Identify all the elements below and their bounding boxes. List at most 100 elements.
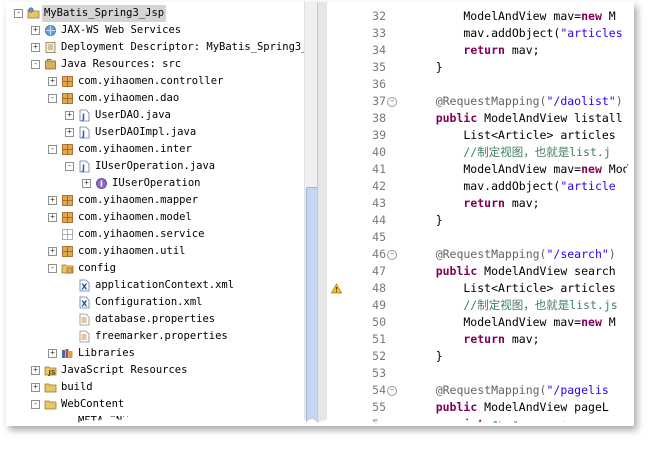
code-line[interactable]: } (408, 212, 443, 229)
torn-edge-overlay (6, 2, 634, 426)
collapse-toggle-icon[interactable]: - (48, 145, 57, 154)
code-line[interactable]: return mav; (408, 331, 540, 348)
tree-item-label: Libraries (78, 347, 135, 359)
code-token: "articles (560, 26, 623, 40)
tree-item[interactable]: database.properties (6, 311, 304, 328)
fold-collapse-icon[interactable]: − (387, 97, 397, 107)
tree-item[interactable]: com.yihaomen.service (6, 226, 304, 243)
code-line[interactable]: @RequestMapping("/search") (408, 246, 616, 263)
code-line[interactable]: List<Article> articles (408, 280, 615, 297)
collapse-toggle-icon[interactable]: - (31, 400, 40, 409)
code-line[interactable]: return mav; (408, 42, 539, 59)
tree-item[interactable]: + build (6, 379, 304, 396)
code-line[interactable]: //制定视图，也就是list.js (408, 297, 618, 314)
expand-toggle-icon[interactable]: + (48, 77, 57, 86)
java-file-icon: J (78, 126, 91, 139)
tree-item[interactable]: -com.yihaomen.dao (6, 90, 304, 107)
code-line[interactable]: public ModelAndView search (408, 263, 616, 280)
collapse-toggle-icon[interactable]: - (65, 162, 74, 171)
xml-file-icon: X (78, 279, 91, 292)
code-line[interactable]: mav.addObject("article (408, 178, 615, 195)
code-line[interactable]: List<Article> articles (408, 127, 616, 144)
expand-toggle-icon[interactable]: + (31, 366, 40, 375)
expand-toggle-icon[interactable]: + (48, 247, 57, 256)
expand-toggle-icon[interactable]: + (31, 43, 40, 52)
code-line[interactable]: mav.addObject("articles (408, 25, 623, 42)
tree-item[interactable]: -com.yihaomen.inter (6, 141, 304, 158)
code-token: List<Article> articles (408, 128, 616, 142)
code-line[interactable]: ModelAndView mav=new M (408, 314, 615, 331)
code-line[interactable]: public ModelAndView pageL (408, 399, 609, 416)
collapse-toggle-icon[interactable]: - (14, 9, 23, 18)
code-token: //制定视图，也就是list.j (408, 145, 611, 159)
tree-vertical-scrollbar[interactable] (304, 2, 318, 426)
tree-item[interactable]: -Java Resources: src (6, 56, 304, 73)
code-token: ModelAndView listall (477, 111, 623, 125)
code-line[interactable]: //制定视图，也就是list.j (408, 144, 611, 161)
svg-text:JS: JS (48, 369, 56, 377)
tree-item[interactable]: -MyBatis_Spring3_Jsp (6, 5, 304, 22)
tree-item[interactable]: -config (6, 260, 304, 277)
expand-toggle-icon[interactable]: + (65, 111, 74, 120)
code-token: "/pagelis (546, 383, 609, 397)
collapse-toggle-icon[interactable]: - (48, 264, 57, 273)
tree-item[interactable]: + Libraries (6, 345, 304, 362)
expand-toggle-icon[interactable]: + (31, 26, 40, 35)
tree-item[interactable]: +JAX-WS Web Services (6, 22, 304, 39)
code-line[interactable]: @RequestMapping("/pagelis (408, 382, 609, 399)
project-explorer-tree[interactable]: -MyBatis_Spring3_Jsp+JAX-WS Web Services… (6, 2, 316, 426)
tree-item[interactable]: +Deployment Descriptor: MyBatis_Spring3_ (6, 39, 308, 56)
tree-item[interactable]: + com.yihaomen.mapper (6, 192, 304, 209)
code-token: new (581, 162, 602, 176)
svg-text:J: J (81, 164, 85, 173)
code-token: ModelAndView mav= (408, 162, 582, 176)
tree-item-label: com.yihaomen.mapper (78, 194, 199, 206)
code-line[interactable]: } (408, 348, 443, 365)
code-token: //制定视图，也就是list.js (408, 298, 618, 312)
expand-toggle-icon[interactable]: + (31, 383, 40, 392)
tree-item[interactable]: +com.yihaomen.controller (6, 73, 304, 90)
fold-collapse-icon[interactable]: − (387, 250, 397, 260)
tree-item[interactable]: freemarker.properties (6, 328, 304, 345)
collapse-toggle-icon[interactable]: - (31, 60, 40, 69)
line-number: 55 (372, 400, 386, 414)
code-token: public (435, 111, 478, 125)
code-line[interactable]: ModelAndView mav=new Mod (408, 161, 630, 178)
expand-toggle-icon[interactable]: + (48, 349, 57, 358)
tree-item[interactable]: +com.yihaomen.model (6, 209, 304, 226)
code-line[interactable]: return mav; (408, 195, 539, 212)
svg-text:X: X (81, 283, 88, 292)
tree-item-label: build (61, 381, 93, 393)
tree-item[interactable]: +com.yihaomen.util (6, 243, 304, 260)
code-token: Mod (601, 162, 630, 176)
code-token: } (408, 60, 443, 74)
code-line[interactable]: @RequestMapping("/daolist") (408, 93, 623, 110)
expand-toggle-icon[interactable]: + (65, 128, 74, 137)
expand-toggle-icon[interactable]: + (48, 196, 57, 205)
collapse-toggle-icon[interactable]: - (48, 94, 57, 103)
code-token: mav; (504, 332, 540, 346)
warning-marker-icon[interactable] (330, 283, 343, 294)
java-file-icon: J (78, 160, 91, 173)
code-line[interactable]: } (408, 59, 443, 76)
tree-item-label: com.yihaomen.service (78, 228, 205, 240)
code-line[interactable]: ModelAndView mav=new M (408, 8, 615, 25)
fold-collapse-icon[interactable]: − (387, 386, 397, 396)
expand-toggle-icon[interactable]: + (82, 179, 91, 188)
line-number: 47 (372, 264, 386, 278)
line-number: 39 (372, 128, 386, 142)
expand-toggle-icon[interactable]: + (48, 213, 57, 222)
code-line[interactable]: public ModelAndView listall (408, 110, 623, 127)
line-number: 46 (372, 247, 386, 261)
code-token: } (408, 349, 443, 363)
tree-item[interactable]: -WebContent (6, 396, 304, 413)
line-number: 37 (372, 94, 386, 108)
